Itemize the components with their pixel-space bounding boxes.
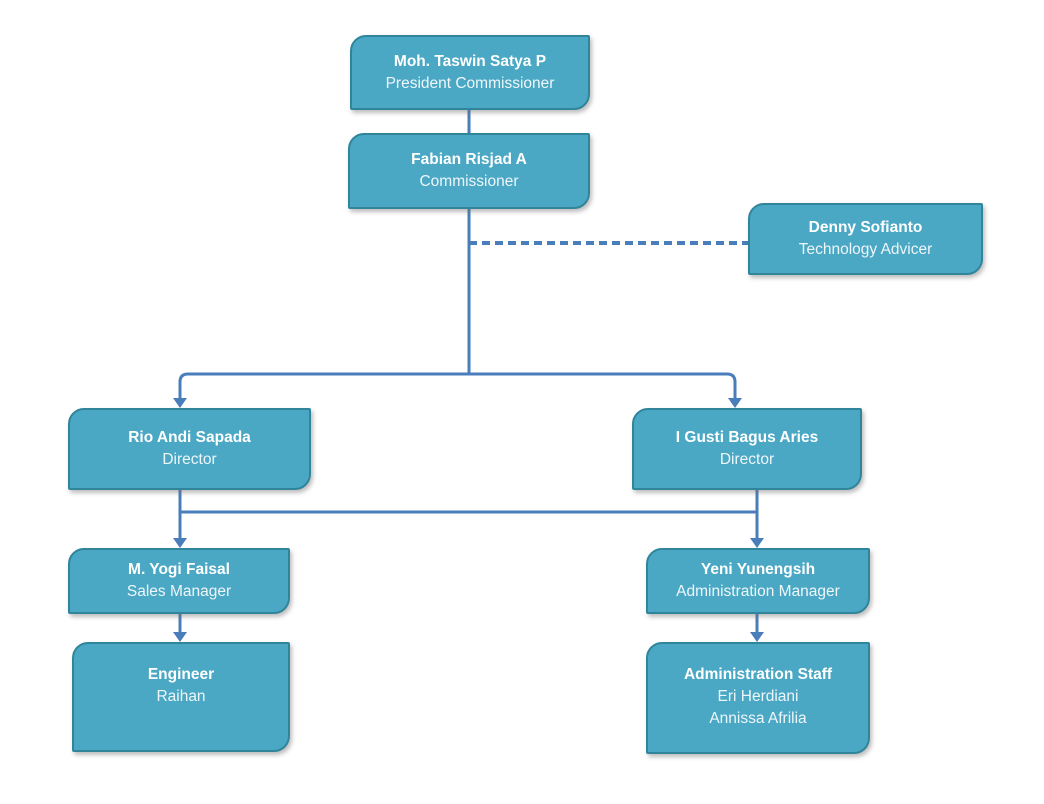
org-node-administration-manager: Yeni Yunengsih Administration Manager xyxy=(646,548,870,614)
arrow-director-left xyxy=(173,398,187,408)
org-node-sales-manager: M. Yogi Faisal Sales Manager xyxy=(68,548,290,614)
person-role: Administration Manager xyxy=(676,583,840,600)
person-role: Director xyxy=(162,451,217,468)
org-node-administration-staff: Administration Staff Eri Herdiani Anniss… xyxy=(646,642,870,754)
person-name: Moh. Taswin Satya P xyxy=(393,52,547,70)
arrow-sales-manager xyxy=(173,538,187,548)
person-name: Fabian Risjad A xyxy=(411,151,527,168)
person-name: Rio Andi Sapada xyxy=(128,429,251,446)
member-name: Annissa Afrilia xyxy=(709,710,807,727)
person-name: I Gusti Bagus Aries xyxy=(675,429,819,446)
person-role: Director xyxy=(719,451,775,468)
person-name: M. Yogi Faisal xyxy=(128,561,230,578)
person-name: Denny Sofianto xyxy=(808,219,923,236)
arrow-admin-staff xyxy=(750,632,764,642)
arrow-director-right xyxy=(728,398,742,408)
person-name: Yeni Yunengsih xyxy=(700,561,816,578)
connector-directors-split xyxy=(178,372,737,400)
person-role: President Commissioner xyxy=(385,74,555,92)
org-node-engineer: Engineer Raihan xyxy=(72,642,290,752)
arrow-engineer xyxy=(173,632,187,642)
org-node-technology-advisor: Denny Sofianto Technology Advicer xyxy=(748,203,983,275)
org-node-president-commissioner: Moh. Taswin Satya P President Commission… xyxy=(350,35,590,110)
role-title: Engineer xyxy=(147,666,215,683)
member-name: Eri Herdiani xyxy=(717,688,799,705)
person-role: Technology Advicer xyxy=(798,241,933,258)
member-name: Raihan xyxy=(156,688,206,705)
arrow-admin-manager xyxy=(750,538,764,548)
role-title: Administration Staff xyxy=(683,666,833,683)
person-role: Commissioner xyxy=(419,173,519,190)
person-role: Sales Manager xyxy=(126,583,232,600)
org-node-director-left: Rio Andi Sapada Director xyxy=(68,408,311,490)
org-node-director-right: I Gusti Bagus Aries Director xyxy=(632,408,862,490)
org-node-commissioner: Fabian Risjad A Commissioner xyxy=(348,133,590,209)
